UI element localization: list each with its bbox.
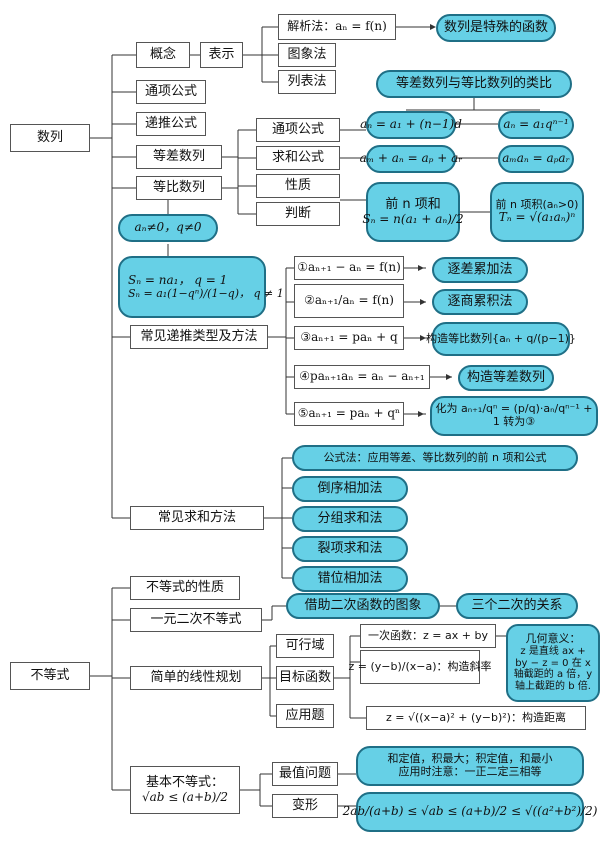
recursion-formula-2: ②aₙ₊₁/aₙ = f(n) bbox=[294, 284, 404, 318]
pill-arith-property: aₘ + aₙ = aₚ + aᵣ bbox=[360, 145, 462, 173]
node-quadratic-inequality: 一元二次不等式 bbox=[130, 608, 262, 632]
pill-mean-chain: 2ab/(a+b) ≤ √ab ≤ (a+b)/2 ≤ √((a²+b²)/2) bbox=[343, 792, 597, 832]
sum-method-telescoping: 裂项求和法 bbox=[292, 536, 408, 562]
node-objective-function: 目标函数 bbox=[276, 666, 334, 690]
geo-sum-case-2: Sₙ = a₁(1−qⁿ)/(1−q)， q ≠ 1 bbox=[128, 286, 284, 300]
recursion-formula-1: ①aₙ₊₁ − aₙ = f(n) bbox=[294, 256, 404, 280]
extreme-note-1: 和定值，积最大；积定值，和最小 bbox=[387, 752, 553, 766]
root-inequality: 不等式 bbox=[10, 662, 90, 690]
prop-general-formula: 通项公式 bbox=[256, 118, 340, 142]
pill-arith-sum: 前 n 项和 Sₙ = n(a₁ + aₙ)/2 bbox=[362, 182, 464, 242]
arith-sum-title: 前 n 项和 bbox=[385, 196, 441, 212]
pill-quadratic-graph: 借助二次函数的图象 bbox=[286, 593, 440, 619]
node-linear-function: 一次函数：z = ax + by bbox=[360, 624, 496, 648]
node-distance: z = √((x−a)² + (y−b)²)：构造距离 bbox=[366, 706, 586, 730]
node-sum-methods: 常见求和方法 bbox=[130, 506, 264, 530]
node-application-problem: 应用题 bbox=[276, 704, 334, 728]
pill-geo-general: aₙ = a₁qⁿ⁻¹ bbox=[498, 111, 574, 139]
node-recursion-types: 常见递推类型及方法 bbox=[130, 325, 268, 349]
prop-judgement: 判断 bbox=[256, 202, 340, 226]
sum-method-formula: 公式法：应用等差、等比数列的前 n 项和公式 bbox=[292, 445, 578, 471]
node-transform: 变形 bbox=[272, 794, 338, 818]
recursion-formula-5: ⑤aₙ₊₁ = paₙ + qⁿ bbox=[294, 402, 404, 426]
geo-sum-case-1: Sₙ = na₁， q = 1 bbox=[128, 272, 228, 287]
sum-method-reverse: 倒序相加法 bbox=[292, 476, 408, 502]
recursion-method-1: 逐差累加法 bbox=[432, 257, 528, 283]
pill-geo-sum: Sₙ = na₁， q = 1 Sₙ = a₁(1−qⁿ)/(1−q)， q ≠… bbox=[118, 256, 284, 318]
geo-product-formula: Tₙ = √(a₁aₙ)ⁿ bbox=[498, 210, 576, 225]
node-extreme-value: 最值问题 bbox=[272, 762, 338, 786]
node-basic-inequality: 基本不等式： √ab ≤ (a+b)/2 bbox=[130, 766, 240, 814]
recursion-method-5: 化为 aₙ₊₁/qⁿ = (p/q)·aₙ/qⁿ⁻¹ + 1 转为③ bbox=[430, 396, 598, 436]
recursion-formula-3: ③aₙ₊₁ = paₙ + q bbox=[294, 326, 404, 350]
sum-method-dislocation: 错位相加法 bbox=[292, 566, 408, 592]
node-feasible-region: 可行域 bbox=[276, 634, 334, 658]
prop-property: 性质 bbox=[256, 174, 340, 198]
basic-inequality-title: 基本不等式： bbox=[145, 774, 224, 790]
geo-product-title: 前 n 项积(aₙ>0) bbox=[495, 197, 579, 211]
prop-sum-formula: 求和公式 bbox=[256, 146, 340, 170]
basic-inequality-formula: √ab ≤ (a+b)/2 bbox=[141, 789, 229, 804]
node-general-formula: 通项公式 bbox=[136, 80, 206, 104]
node-inequality-properties: 不等式的性质 bbox=[130, 576, 240, 600]
node-graph-method: 图象法 bbox=[278, 43, 336, 67]
recursion-method-2: 逐商累积法 bbox=[432, 289, 528, 315]
recursion-method-3: 构造等比数列{aₙ + q/(p−1)} bbox=[426, 322, 576, 356]
recursion-formula-4: ④paₙ₊₁aₙ = aₙ − aₙ₊₁ bbox=[294, 365, 430, 389]
recursion-method-4: 构造等差数列 bbox=[458, 365, 554, 391]
node-recursive-formula: 递推公式 bbox=[136, 112, 206, 136]
node-arithmetic-sequence: 等差数列 bbox=[136, 145, 222, 169]
geo-meaning-title: 几何意义： bbox=[525, 631, 581, 645]
pill-geo-condition: aₙ≠0，q≠0 bbox=[118, 214, 218, 242]
pill-geo-property: aₘaₙ = aₚaᵣ bbox=[498, 145, 574, 173]
pill-arith-general: aₙ = a₁ + (n−1)d bbox=[360, 111, 462, 139]
arith-sum-formula: Sₙ = n(a₁ + aₙ)/2 bbox=[362, 211, 464, 226]
pill-geometric-meaning: 几何意义： z 是直线 ax + by − z = 0 在 x 轴截距的 a 倍… bbox=[506, 624, 600, 702]
pill-three-quadratics: 三个二次的关系 bbox=[456, 593, 578, 619]
node-analytic-method: 解析法：aₙ = f(n) bbox=[278, 14, 396, 40]
sum-method-grouping: 分组求和法 bbox=[292, 506, 408, 532]
node-table-method: 列表法 bbox=[278, 70, 336, 94]
pill-geo-product: 前 n 项积(aₙ>0) Tₙ = √(a₁aₙ)ⁿ bbox=[490, 182, 584, 242]
node-geometric-sequence: 等比数列 bbox=[136, 176, 222, 200]
geo-meaning-body: z 是直线 ax + by − z = 0 在 x 轴截距的 a 倍，y 轴上截… bbox=[513, 646, 593, 692]
node-linear-programming: 简单的线性规划 bbox=[130, 666, 262, 690]
pill-analogy: 等差数列与等比数列的类比 bbox=[376, 70, 572, 98]
node-slope: z = (y−b)/(x−a)：构造斜率 bbox=[348, 650, 492, 684]
extreme-note-2: 应用时注意：一正二定三相等 bbox=[398, 765, 542, 778]
root-sequence: 数列 bbox=[10, 124, 90, 152]
node-concept: 概念 bbox=[136, 42, 190, 68]
node-representation: 表示 bbox=[200, 42, 243, 68]
pill-extreme-notes: 和定值，积最大；积定值，和最小 应用时注意：一正二定三相等 bbox=[356, 746, 584, 786]
pill-special-function: 数列是特殊的函数 bbox=[436, 14, 556, 42]
